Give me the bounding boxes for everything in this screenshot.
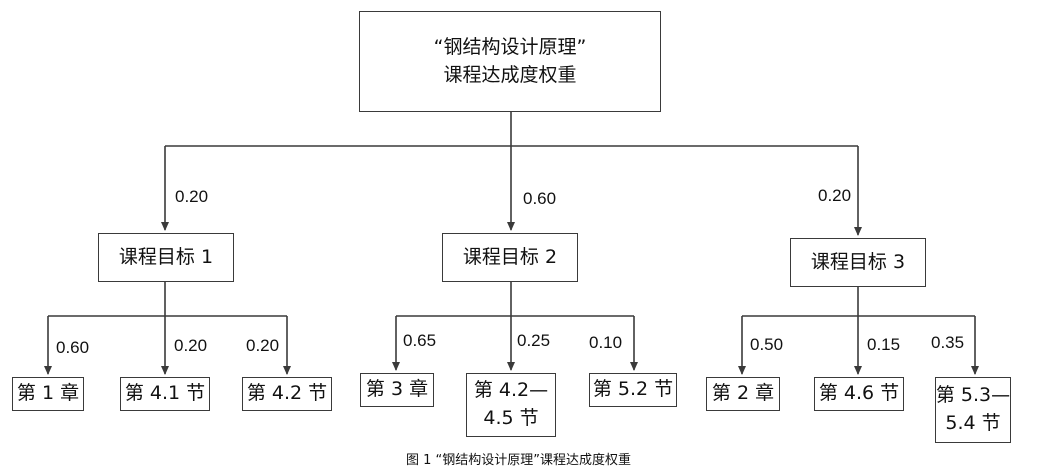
section-4-label: 第 3 章 [365, 378, 429, 401]
goal-node-2: 课程目标 2 [442, 233, 578, 282]
section-5-label-line-1: 第 4.2— [473, 379, 549, 402]
root-node: “钢结构设计原理” 课程达成度权重 [359, 11, 661, 112]
section-6-label: 第 5.2 节 [592, 378, 674, 401]
section-9-weight: 0.35 [931, 333, 965, 352]
goal-node-1: 课程目标 1 [98, 233, 234, 282]
section-8-weight: 0.15 [867, 335, 901, 354]
section-7-weight: 0.50 [750, 335, 784, 354]
goal-2-label: 课程目标 2 [462, 245, 558, 268]
section-node-3: 第 4.2 节 [242, 377, 332, 411]
section-node-6: 第 5.2 节 [589, 373, 677, 407]
section-6-weight: 0.10 [589, 333, 623, 352]
root-title-line-2: 课程达成度权重 [443, 63, 577, 86]
section-2-weight: 0.20 [174, 336, 208, 355]
section-9-label-line-2: 5.4 节 [945, 412, 1001, 434]
section-node-5: 第 4.2— 4.5 节 [466, 373, 556, 437]
root-title-line-1: “钢结构设计原理” [433, 35, 587, 58]
section-1-label: 第 1 章 [16, 382, 80, 405]
section-4-weight: 0.65 [403, 331, 437, 350]
goal-2-weight: 0.60 [523, 189, 557, 208]
section-node-9: 第 5.3— 5.4 节 [935, 377, 1011, 443]
section-node-1: 第 1 章 [12, 377, 84, 411]
section-node-7: 第 2 章 [706, 377, 780, 411]
section-node-8: 第 4.6 节 [814, 377, 904, 411]
goal-node-3: 课程目标 3 [790, 238, 926, 287]
section-node-4: 第 3 章 [360, 373, 434, 407]
section-8-label: 第 4.6 节 [818, 382, 900, 405]
section-5-weight: 0.25 [517, 331, 551, 350]
section-3-weight: 0.20 [246, 336, 280, 355]
goal-1-weight: 0.20 [175, 187, 209, 206]
section-5-label-line-2: 4.5 节 [483, 407, 539, 429]
section-2-label: 第 4.1 节 [124, 382, 206, 405]
section-1-weight: 0.60 [56, 338, 90, 357]
goal-3-weight: 0.20 [818, 186, 852, 205]
figure-caption: 图 1 “钢结构设计原理”课程达成度权重 [405, 453, 631, 468]
goal-3-label: 课程目标 3 [810, 250, 906, 273]
section-3-label: 第 4.2 节 [246, 382, 328, 405]
goal-1-label: 课程目标 1 [118, 245, 214, 268]
section-7-label: 第 2 章 [711, 382, 775, 405]
section-9-label-line-1: 第 5.3— [935, 384, 1011, 407]
section-node-2: 第 4.1 节 [120, 377, 210, 411]
